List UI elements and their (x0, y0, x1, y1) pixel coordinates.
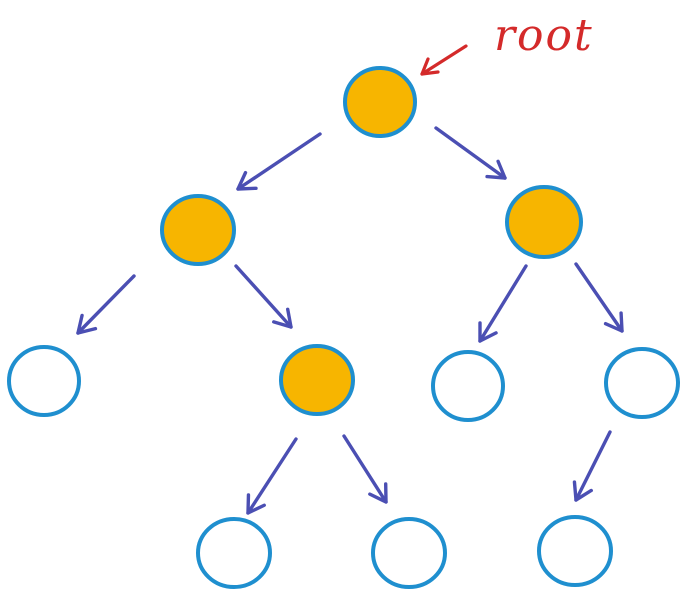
edge-arrow-shaft (574, 262, 624, 333)
empty-tree-node (371, 517, 447, 589)
edge-arrow-shaft (76, 274, 136, 335)
edge-arrow (246, 437, 298, 515)
edge-arrow (574, 262, 624, 333)
tree-nodes (7, 66, 680, 589)
edge-arrow-shaft (342, 434, 388, 504)
edge-arrow (234, 264, 293, 329)
edge-arrow-head (478, 321, 498, 343)
empty-tree-node (7, 345, 81, 417)
edge-arrow-shaft (574, 430, 612, 502)
edge-arrow (572, 430, 612, 502)
edge-arrow (236, 132, 322, 191)
filled-tree-node (160, 194, 236, 266)
tree-edges (76, 126, 624, 515)
root-pointer-arrow (420, 44, 468, 76)
edge-arrow-head (246, 493, 266, 515)
root-label: root (494, 10, 594, 61)
filled-tree-node (343, 66, 417, 138)
edge-arrow-head (76, 313, 98, 335)
empty-tree-node (196, 517, 272, 589)
edge-arrow-shaft (236, 132, 322, 191)
edge-arrow (76, 274, 136, 335)
filled-tree-node (505, 185, 583, 259)
empty-tree-node (537, 515, 613, 587)
edge-arrow-head (485, 159, 507, 180)
edge-arrow-head (603, 311, 624, 333)
empty-tree-node (431, 350, 505, 422)
empty-tree-node (604, 347, 680, 419)
edge-arrow-head (572, 480, 593, 502)
edge-arrow-head (272, 307, 293, 329)
edge-arrow (342, 434, 388, 504)
filled-tree-node (279, 344, 355, 416)
edge-arrow-shaft (246, 437, 298, 515)
edge-arrow-shaft (434, 126, 507, 180)
edge-arrow-shaft (478, 264, 528, 343)
edge-arrow-head (368, 482, 388, 504)
edge-arrow (478, 264, 528, 343)
edge-arrow-shaft (234, 264, 293, 329)
edge-arrow (434, 126, 507, 180)
edge-arrow-head (236, 170, 258, 191)
